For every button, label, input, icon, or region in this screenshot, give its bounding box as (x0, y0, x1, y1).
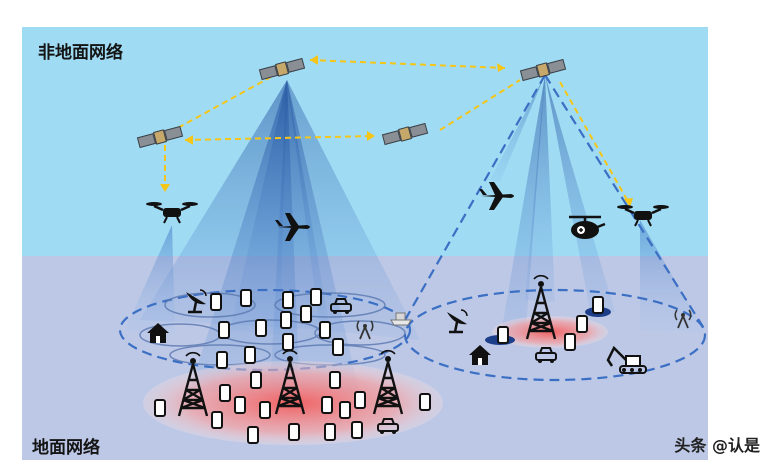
phone-icon (576, 315, 588, 333)
link-arrowheads (160, 55, 633, 207)
phone-icon (351, 421, 363, 439)
phone-icon (592, 296, 604, 314)
phone-icon (310, 288, 322, 306)
phone-icon (218, 321, 230, 339)
phone-icon (255, 319, 267, 337)
phone-icon (219, 384, 231, 402)
phone-icon (240, 289, 252, 307)
phone-icon (282, 291, 294, 309)
phone-icon (210, 293, 222, 311)
terrestrial-network-label: 地面网络 (32, 438, 100, 458)
phone-icon (250, 371, 262, 389)
phone-icon (339, 401, 351, 419)
phone-icon (321, 396, 333, 414)
phone-icon (497, 326, 509, 344)
phone-icon (332, 338, 344, 356)
helicopter-icon (569, 215, 606, 239)
right-satellite-beams (490, 75, 705, 342)
phone-icon (564, 333, 576, 351)
ship-icon (390, 312, 412, 326)
phone-icon (234, 396, 246, 414)
inter-satellite-links (164, 59, 631, 206)
phone-icon (282, 333, 294, 351)
watermark: 头条 @认是 (674, 436, 760, 455)
phone-icon (216, 351, 228, 369)
phone-icon (288, 423, 300, 441)
phone-icon (319, 321, 331, 339)
non-terrestrial-network-label: 非地面网络 (38, 43, 123, 63)
phone-icon (354, 391, 366, 409)
phone-icon (324, 423, 336, 441)
phone-icon (244, 346, 256, 364)
excavator-icon (606, 345, 647, 374)
phone-icon (154, 399, 166, 417)
phone-icon (300, 305, 312, 323)
phone-icon (419, 393, 431, 411)
phone-icon (211, 411, 223, 429)
phone-icon (247, 426, 259, 444)
phone-icon (259, 401, 271, 419)
phone-icon (329, 371, 341, 389)
phone-icon (280, 311, 292, 329)
